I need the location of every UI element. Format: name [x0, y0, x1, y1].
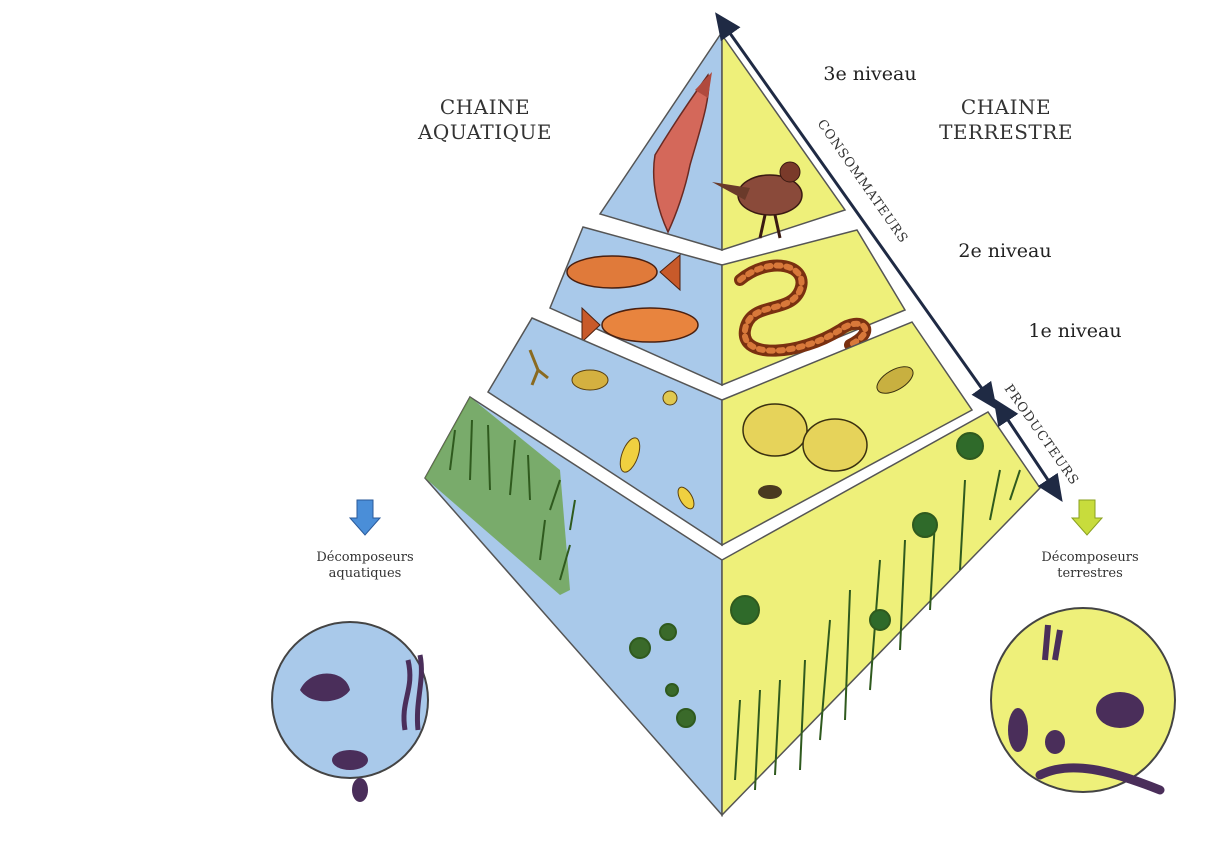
aquatic-chain-title-line1: CHAINE — [400, 95, 570, 120]
terrestrial-decomposers-line2: terrestres — [1020, 566, 1160, 582]
level-2-label: 2e niveau — [945, 240, 1065, 264]
terrestrial-chain-title: CHAINE TERRESTRE — [926, 95, 1086, 145]
level-1-label: 1e niveau — [1015, 320, 1135, 344]
terrestrial-decomposers-line1: Décomposeurs — [1020, 550, 1160, 566]
aquatic-chain-title-line2: AQUATIQUE — [400, 120, 570, 145]
aquatic-decomposers-label: Décomposeurs aquatiques — [290, 550, 440, 583]
aquatic-decomposers-line2: aquatiques — [290, 566, 440, 582]
level-3-label: 3e niveau — [810, 63, 930, 87]
aquatic-chain-title: CHAINE AQUATIQUE — [400, 95, 570, 145]
terrestrial-chain-title-line2: TERRESTRE — [926, 120, 1086, 145]
aquatic-decomposers-circle — [272, 622, 428, 802]
terrestrial-decomposers-arrow-icon — [1072, 500, 1102, 535]
terrestrial-decomposers-label: Décomposeurs terrestres — [1020, 550, 1160, 583]
aquatic-decomposers-arrow-icon — [350, 500, 380, 535]
terrestrial-chain-title-line1: CHAINE — [926, 95, 1086, 120]
aquatic-decomposers-line1: Décomposeurs — [290, 550, 440, 566]
terrestrial-decomposers-circle — [991, 608, 1175, 792]
